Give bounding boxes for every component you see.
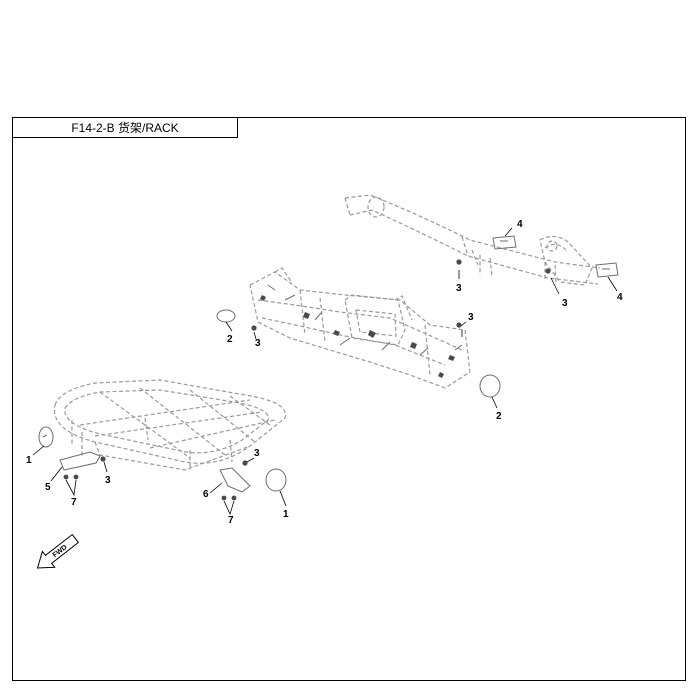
rack-cap-left <box>38 426 54 448</box>
callout-4-upper: 4 <box>517 219 523 230</box>
callout-1-left: 1 <box>26 455 32 466</box>
reflector-tag-lower <box>595 262 619 278</box>
cargo-rack <box>53 379 287 471</box>
callout-3-frame-left: 3 <box>255 338 261 349</box>
chassis-frame <box>249 267 471 389</box>
callout-3-rack-left: 3 <box>105 475 111 486</box>
end-cap-left <box>216 309 236 323</box>
callout-4-lower: 4 <box>617 292 623 303</box>
callout-3-rear-right: 3 <box>562 298 568 309</box>
end-cap-right <box>479 374 501 398</box>
callout-2-left: 2 <box>227 334 233 345</box>
callout-7-left: 7 <box>71 497 77 508</box>
callout-labels: 4 4 3 3 3 2 3 2 1 1 5 3 3 6 7 7 <box>26 219 623 526</box>
callout-7-right: 7 <box>228 515 234 526</box>
leader-lines <box>32 227 618 516</box>
fasteners <box>63 259 551 501</box>
fwd-arrow-icon: FWD <box>36 533 80 569</box>
callout-3-frame-right: 3 <box>468 312 474 323</box>
callout-3-rear-left: 3 <box>456 283 462 294</box>
diagram-title: F14-2-B 货架/RACK <box>12 117 238 138</box>
drawing-frame <box>12 117 686 681</box>
rack-bracket-left <box>59 451 101 471</box>
rack-cap-right <box>265 468 287 492</box>
reflector-tag-upper <box>492 235 517 250</box>
callout-5: 5 <box>45 482 51 493</box>
rack-bracket-right <box>219 467 251 493</box>
rear-crossbar <box>344 194 601 286</box>
callout-1-right: 1 <box>283 509 289 520</box>
callout-3-rack-right: 3 <box>254 448 260 459</box>
callout-6: 6 <box>203 489 209 500</box>
callout-2-right: 2 <box>496 411 502 422</box>
